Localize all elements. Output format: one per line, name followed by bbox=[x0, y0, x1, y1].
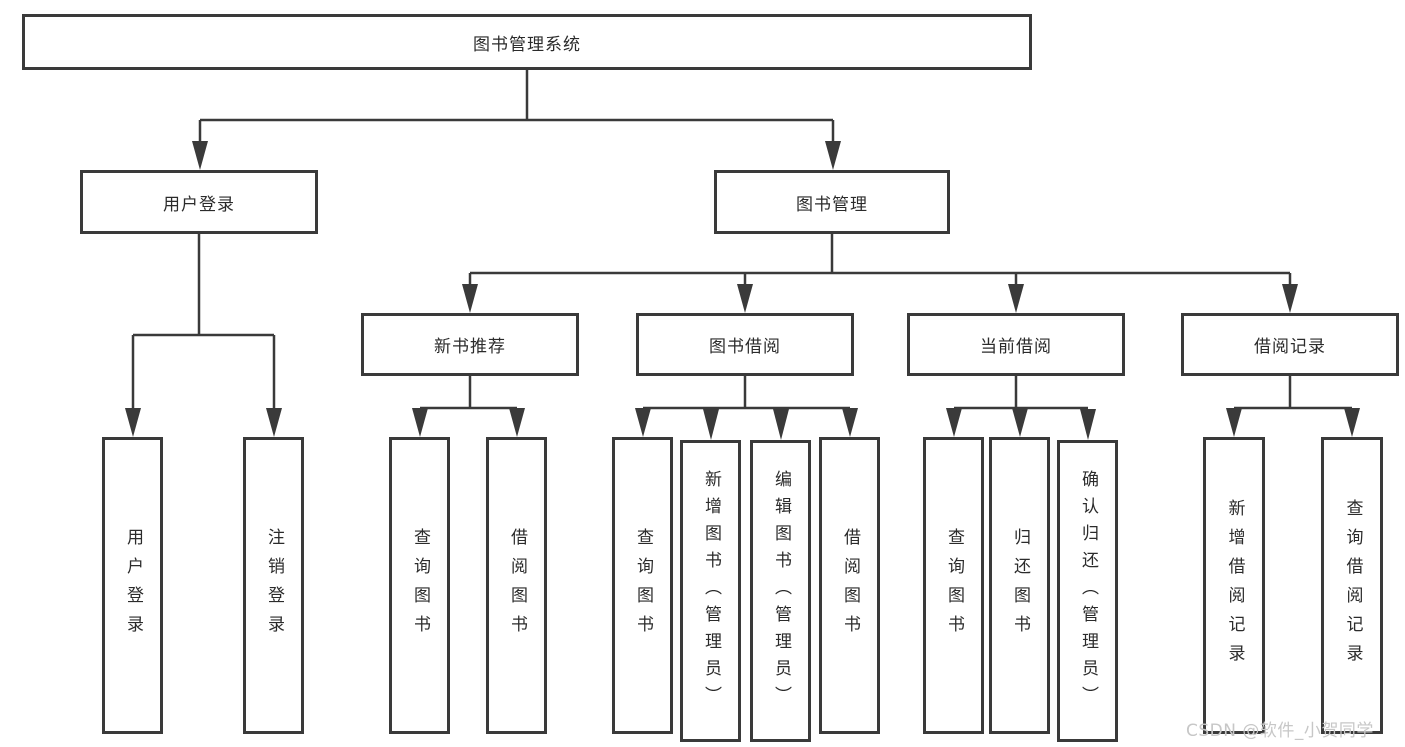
node-borrowing-records: 借阅记录 bbox=[1181, 313, 1399, 376]
arrowhead bbox=[737, 284, 753, 313]
arrowhead bbox=[842, 408, 858, 437]
arrowhead bbox=[412, 408, 428, 437]
arrowhead bbox=[773, 409, 789, 440]
arrowhead bbox=[1008, 284, 1024, 313]
watermark: CSDN @软件_小贺同学 bbox=[1186, 721, 1374, 741]
arrowhead bbox=[635, 408, 651, 437]
leaf-return-books: 归还图书 bbox=[989, 437, 1050, 734]
arrowhead bbox=[1226, 408, 1242, 437]
arrowhead bbox=[509, 408, 525, 437]
arrowhead bbox=[1344, 408, 1360, 437]
leaf-confirm-return-admin: 确认归还（管理员） bbox=[1057, 440, 1118, 742]
arrowhead bbox=[266, 408, 282, 437]
node-book-borrowing: 图书借阅 bbox=[636, 313, 854, 376]
arrowhead bbox=[703, 409, 719, 440]
leaf-query-borrow-record: 查询借阅记录 bbox=[1321, 437, 1383, 734]
node-root: 图书管理系统 bbox=[22, 14, 1032, 70]
arrowhead bbox=[125, 408, 141, 437]
edges-user-login bbox=[125, 234, 282, 437]
node-user-login: 用户登录 bbox=[80, 170, 318, 234]
edges-book-borrowing bbox=[635, 376, 858, 440]
node-book-management: 图书管理 bbox=[714, 170, 950, 234]
arrowhead bbox=[825, 141, 841, 170]
node-current-borrowing: 当前借阅 bbox=[907, 313, 1125, 376]
edges-new-book-recommend bbox=[412, 376, 525, 437]
arrowhead bbox=[1080, 409, 1096, 440]
arrowhead bbox=[462, 284, 478, 313]
leaf-user-login: 用户登录 bbox=[102, 437, 163, 734]
leaf-query-books-recommend: 查询图书 bbox=[389, 437, 450, 734]
arrowhead bbox=[192, 141, 208, 170]
edges-current-borrowing bbox=[946, 376, 1096, 440]
arrowhead bbox=[946, 408, 962, 437]
arrowhead bbox=[1012, 408, 1028, 437]
leaf-logout-login: 注销登录 bbox=[243, 437, 304, 734]
leaf-edit-book-admin: 编辑图书（管理员） bbox=[750, 440, 811, 742]
edges-borrowing-records bbox=[1226, 376, 1360, 437]
leaf-query-books-borrowing: 查询图书 bbox=[612, 437, 673, 734]
leaf-borrow-books-borrowing: 借阅图书 bbox=[819, 437, 880, 734]
leaf-add-borrow-record: 新增借阅记录 bbox=[1203, 437, 1265, 734]
leaf-borrow-books-recommend: 借阅图书 bbox=[486, 437, 547, 734]
edges-root bbox=[192, 70, 841, 170]
arrowhead bbox=[1282, 284, 1298, 313]
edges-book-management bbox=[462, 234, 1298, 313]
leaf-query-books-current: 查询图书 bbox=[923, 437, 984, 734]
node-new-book-recommend: 新书推荐 bbox=[361, 313, 579, 376]
leaf-add-book-admin: 新增图书（管理员） bbox=[680, 440, 741, 742]
